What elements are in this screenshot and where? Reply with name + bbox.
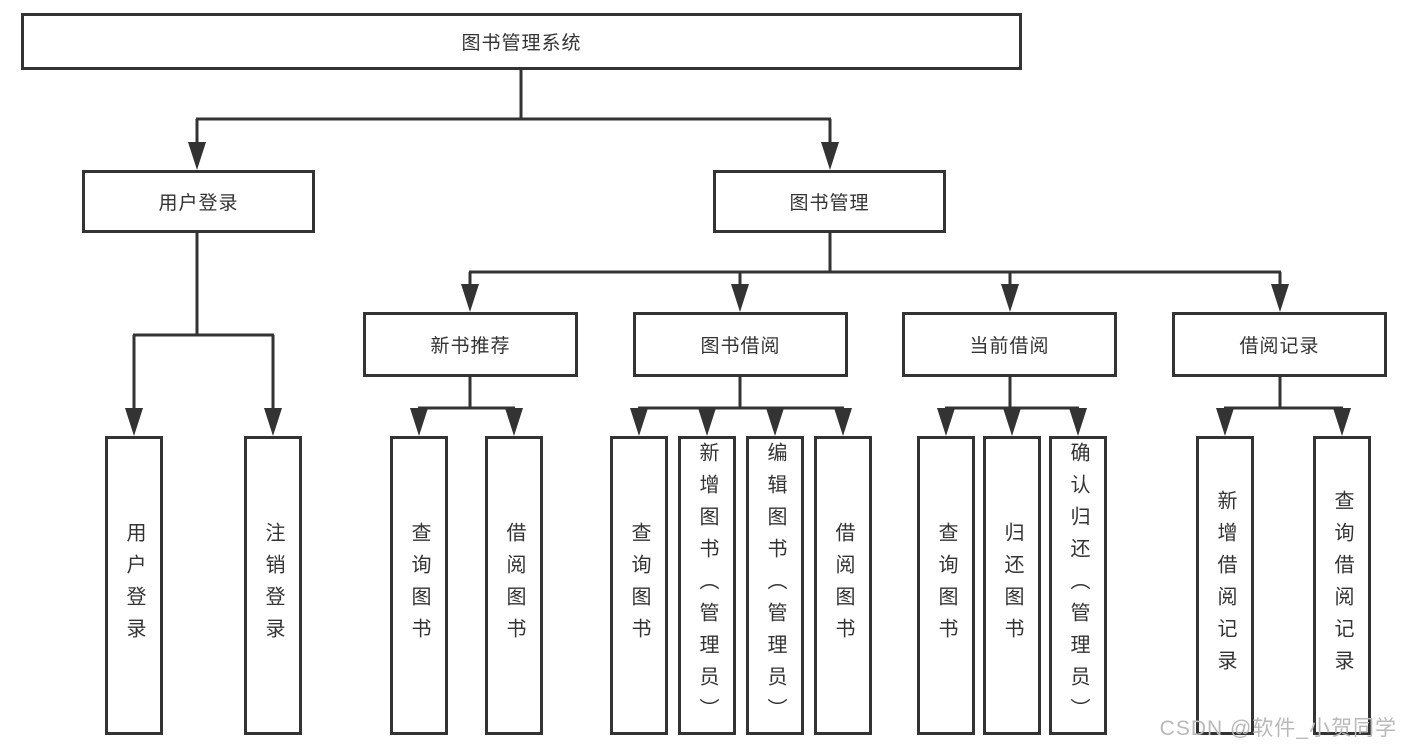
node-leaf-query-book-borrow: 查询图书 [610, 436, 668, 735]
node-leaf-return-book: 归还图书 [983, 436, 1041, 735]
node-user-login: 用户登录 [82, 170, 315, 233]
node-root: 图书管理系统 [21, 13, 1022, 70]
node-leaf-user-login: 用户登录 [105, 436, 163, 735]
node-current-borrow: 当前借阅 [902, 312, 1117, 377]
arrowhead-new-book [461, 284, 479, 312]
arrowhead-leaf-logout [264, 408, 282, 436]
arrowhead-add-borrow-record [1216, 408, 1234, 436]
node-leaf-query-borrow-record: 查询借阅记录 [1313, 436, 1371, 735]
arrowhead-book-borrow [731, 284, 749, 312]
node-leaf-query-book-newbook: 查询图书 [390, 436, 448, 735]
node-book-management: 图书管理 [713, 170, 946, 233]
arrowhead-book-management [821, 142, 839, 170]
arrowhead-borrow-book-1 [505, 408, 523, 436]
node-leaf-borrow-book: 借阅图书 [814, 436, 872, 735]
arrowhead-leaf-user-login [125, 408, 143, 436]
arrowhead-query-book-2 [630, 408, 648, 436]
node-borrow-record: 借阅记录 [1172, 312, 1387, 377]
arrowhead-current-borrow [1001, 284, 1019, 312]
arrowhead-query-book-1 [410, 408, 428, 436]
node-leaf-edit-book-admin: 编辑图书（管理员） [746, 436, 804, 735]
node-book-borrow: 图书借阅 [633, 312, 848, 377]
node-leaf-add-book-admin: 新增图书（管理员） [678, 436, 736, 735]
node-leaf-borrow-book-newbook: 借阅图书 [485, 436, 543, 735]
arrowhead-user-login [188, 142, 206, 170]
arrowhead-query-book-3 [937, 408, 955, 436]
arrowhead-return-book [1003, 408, 1021, 436]
node-leaf-confirm-return-admin: 确认归还（管理员） [1049, 436, 1107, 735]
watermark-text: CSDN @软件_小贺同学 [1159, 717, 1397, 740]
arrowhead-add-book [698, 408, 716, 436]
arrowhead-borrow-book-2 [834, 408, 852, 436]
node-leaf-add-borrow-record: 新增借阅记录 [1196, 436, 1254, 735]
node-new-book-recommend: 新书推荐 [363, 312, 578, 377]
arrowhead-edit-book [766, 408, 784, 436]
node-leaf-query-book-current: 查询图书 [917, 436, 975, 735]
node-leaf-logout-login: 注销登录 [244, 436, 302, 735]
arrowhead-query-borrow-record [1333, 408, 1351, 436]
arrowhead-confirm-return [1069, 408, 1087, 436]
arrowhead-borrow-record [1271, 284, 1289, 312]
